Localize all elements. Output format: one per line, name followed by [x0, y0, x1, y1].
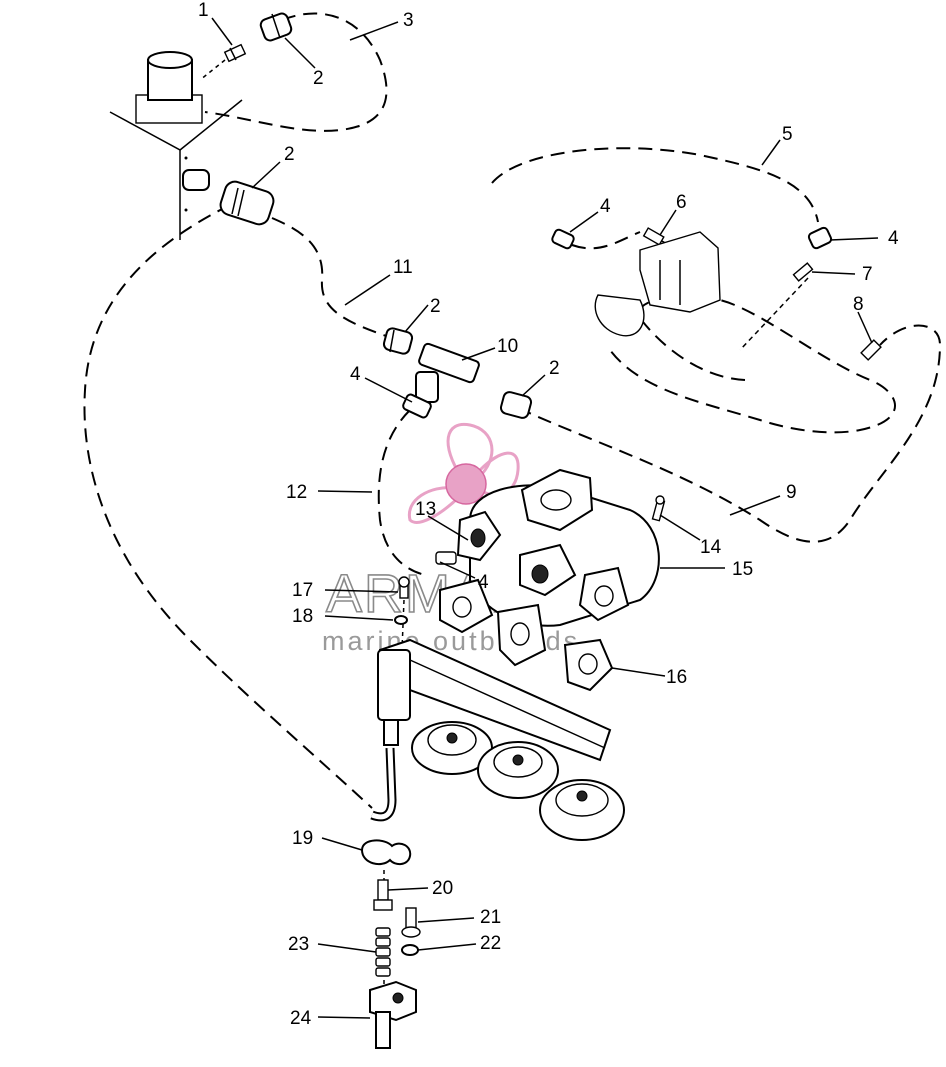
callout-22: 22 [480, 933, 501, 954]
part-6-fitting [642, 227, 665, 246]
screw-21 [401, 907, 421, 938]
logo-hub [445, 463, 487, 505]
callout-6: 6 [676, 192, 687, 213]
washer-18 [394, 615, 408, 625]
callout-16: 16 [666, 667, 687, 688]
water-rail-face [409, 659, 606, 749]
propeller-logo-icon [407, 422, 520, 524]
callout-labels: 1 2 3 2 5 4 6 4 7 11 8 2 10 4 2 12 9 13 … [198, 0, 899, 1029]
bolt-14 [651, 495, 666, 522]
manifold-port-right [594, 585, 614, 607]
callout-1: 1 [198, 0, 209, 21]
valve-20 [373, 879, 393, 911]
callout-24: 24 [290, 1008, 312, 1029]
hose-5-join [571, 231, 641, 250]
hose-3 [204, 12, 388, 132]
gasket-16-right-port [578, 653, 598, 675]
callout-9: 9 [786, 482, 797, 503]
part-10-tee [415, 342, 480, 403]
callout-23: 23 [288, 934, 309, 955]
water-rail-elbow [377, 649, 411, 721]
callout-15: 15 [732, 559, 753, 580]
part-8-fitting [860, 339, 882, 361]
callout-18: 18 [292, 606, 313, 627]
cylinder-head-3 [539, 779, 625, 841]
part-4-clamp-intake [551, 228, 575, 250]
leader-lines [211, 17, 879, 1019]
cylinder-head-2 [477, 741, 559, 799]
logo-blade-left [407, 486, 460, 524]
callout-8: 8 [853, 294, 864, 315]
callout-2-left: 2 [284, 144, 295, 165]
exhaust-manifold [435, 468, 666, 692]
callout-17: 17 [292, 580, 313, 601]
water-outlet-pipe [383, 719, 399, 746]
part-7-fitting [792, 262, 814, 282]
washer-22 [401, 944, 419, 956]
part-2-clamp-top [259, 12, 293, 42]
gasket-19 [360, 839, 412, 866]
cylinder-block [370, 638, 625, 841]
tank-top [179, 99, 243, 151]
callout-3: 3 [403, 10, 414, 31]
callout-13: 13 [415, 499, 436, 520]
hose-11 [271, 217, 393, 339]
tank-pump-cap [147, 51, 193, 69]
part-2-clamp-mid [382, 327, 414, 355]
callout-4-far: 4 [888, 228, 899, 249]
oil-tank [109, 51, 243, 240]
hose-9 [517, 324, 942, 543]
cylinder-head-1 [411, 721, 493, 775]
gasket-13-port [470, 528, 486, 548]
housing-24 [369, 980, 417, 1049]
callout-4-manifold: 4 [478, 572, 489, 593]
tank-rivet-1 [184, 156, 188, 160]
gasket-16-mid-port [510, 622, 530, 646]
callout-20: 20 [432, 878, 453, 899]
callout-4-left: 4 [350, 364, 361, 385]
manifold-fitting [435, 551, 457, 565]
hose-5 [491, 147, 819, 223]
callout-19: 19 [292, 828, 313, 849]
part-2-clamp-right [499, 391, 533, 419]
callout-12: 12 [286, 482, 307, 503]
manifold-port-mid [531, 564, 549, 584]
return-hose-inner [371, 747, 395, 820]
callout-21: 21 [480, 907, 501, 928]
part-1-fitting [223, 43, 247, 63]
guide-1 [199, 59, 226, 81]
bolt-17 [398, 576, 410, 599]
hose-12 [83, 204, 373, 809]
callout-7: 7 [862, 264, 873, 285]
gasket-16-left-port [452, 596, 472, 618]
guide-7 [739, 277, 809, 351]
callout-2-right: 2 [549, 358, 560, 379]
part-4-clamp-far [807, 226, 833, 250]
tank-rivet-3 [184, 208, 188, 212]
callout-4-intake: 4 [600, 196, 611, 217]
intake-housing [594, 231, 721, 337]
callout-11: 11 [393, 257, 413, 278]
manifold-port-top [540, 489, 572, 511]
tank-wall [109, 111, 181, 240]
callout-2-mid: 2 [430, 296, 441, 317]
hose-12-inner [377, 409, 426, 576]
callout-10: 10 [497, 336, 518, 357]
callout-14: 14 [700, 537, 722, 558]
hose-9-loop [609, 295, 896, 434]
callout-5: 5 [782, 124, 793, 145]
callout-2-top: 2 [313, 68, 324, 89]
spring-23 [375, 927, 391, 977]
